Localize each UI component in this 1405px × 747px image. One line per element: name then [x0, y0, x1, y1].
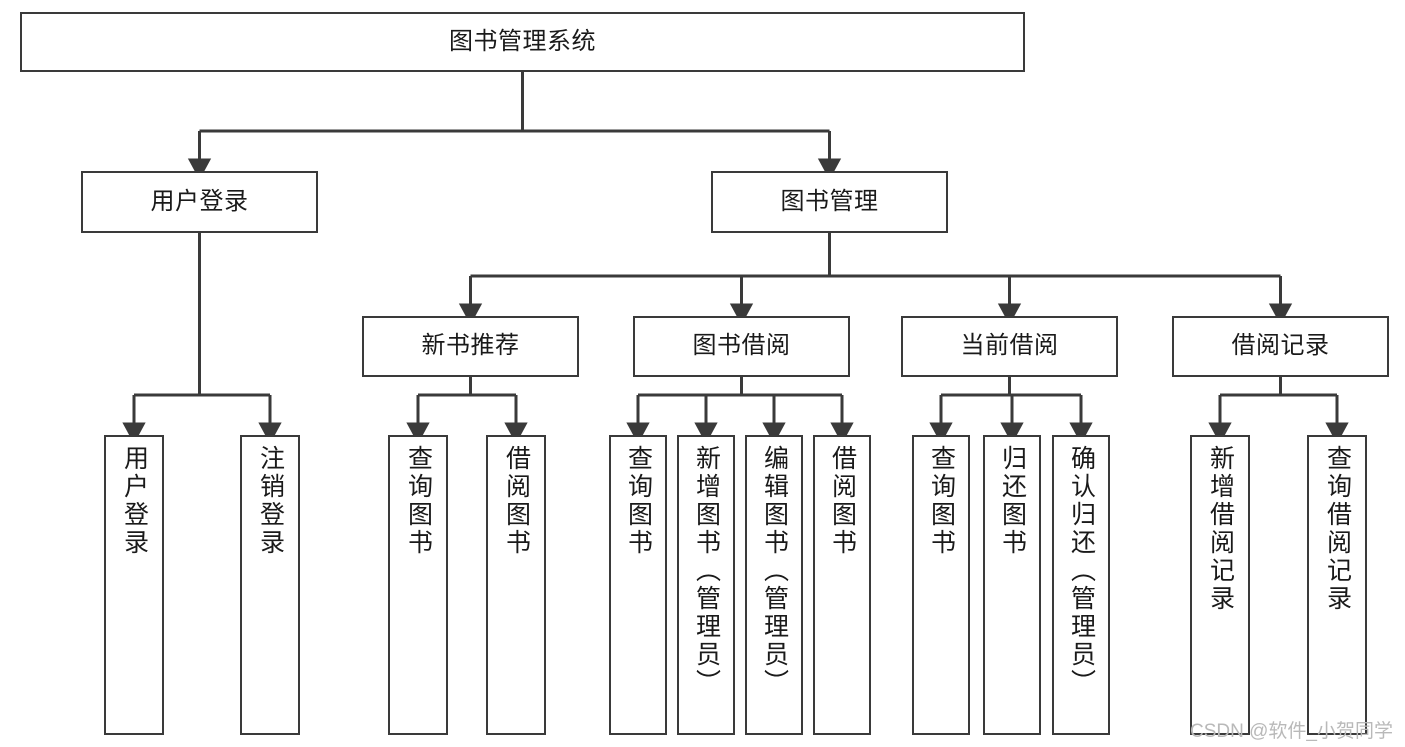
node-current-borrow[interactable]: 当前借阅 [901, 316, 1118, 377]
node-label-leaf-query-book-2: 查询图书 [624, 445, 653, 557]
node-leaf-add-book[interactable]: 新增图书（管理员） [677, 435, 735, 735]
node-user-login[interactable]: 用户登录 [81, 171, 318, 233]
node-label-leaf-add-book: 新增图书（管理员） [692, 445, 721, 697]
node-leaf-add-record[interactable]: 新增借阅记录 [1190, 435, 1250, 735]
node-new-book-rec[interactable]: 新书推荐 [362, 316, 579, 377]
node-label-book-manage: 图书管理 [780, 187, 879, 215]
node-leaf-query-book-3[interactable]: 查询图书 [912, 435, 970, 735]
node-leaf-query-book-2[interactable]: 查询图书 [609, 435, 667, 735]
node-leaf-borrow-book-1[interactable]: 借阅图书 [486, 435, 546, 735]
node-book-borrow[interactable]: 图书借阅 [633, 316, 850, 377]
node-label-book-borrow: 图书借阅 [692, 332, 791, 360]
node-leaf-edit-book[interactable]: 编辑图书（管理员） [745, 435, 803, 735]
node-label-leaf-query-record: 查询借阅记录 [1323, 445, 1352, 613]
node-leaf-user-login[interactable]: 用户登录 [104, 435, 164, 735]
node-label-leaf-query-book-3: 查询图书 [927, 445, 956, 557]
csdn-watermark: CSDN @软件_小贺同学 [1190, 721, 1393, 742]
node-label-leaf-query-book-1: 查询图书 [404, 445, 433, 557]
node-label-leaf-add-record: 新增借阅记录 [1206, 445, 1235, 613]
node-leaf-confirm-return[interactable]: 确认归还（管理员） [1052, 435, 1110, 735]
node-book-manage[interactable]: 图书管理 [711, 171, 948, 233]
node-label-leaf-logout: 注销登录 [256, 445, 285, 557]
node-label-current-borrow: 当前借阅 [960, 332, 1059, 360]
node-leaf-logout[interactable]: 注销登录 [240, 435, 300, 735]
node-label-leaf-user-login: 用户登录 [120, 445, 149, 557]
node-borrow-record[interactable]: 借阅记录 [1172, 316, 1389, 377]
node-label-borrow-record: 借阅记录 [1231, 332, 1330, 360]
node-label-leaf-return-book: 归还图书 [998, 445, 1027, 557]
node-label-leaf-borrow-book-2: 借阅图书 [828, 445, 857, 557]
node-label-leaf-edit-book: 编辑图书（管理员） [760, 445, 789, 697]
node-label-root: 图书管理系统 [449, 27, 596, 55]
node-root[interactable]: 图书管理系统 [20, 12, 1025, 72]
node-leaf-query-record[interactable]: 查询借阅记录 [1307, 435, 1367, 735]
node-leaf-borrow-book-2[interactable]: 借阅图书 [813, 435, 871, 735]
node-label-leaf-borrow-book-1: 借阅图书 [502, 445, 531, 557]
node-label-leaf-confirm-return: 确认归还（管理员） [1067, 445, 1096, 697]
node-label-user-login: 用户登录 [150, 187, 249, 215]
node-leaf-query-book-1[interactable]: 查询图书 [388, 435, 448, 735]
node-leaf-return-book[interactable]: 归还图书 [983, 435, 1041, 735]
node-label-new-book-rec: 新书推荐 [421, 332, 520, 360]
